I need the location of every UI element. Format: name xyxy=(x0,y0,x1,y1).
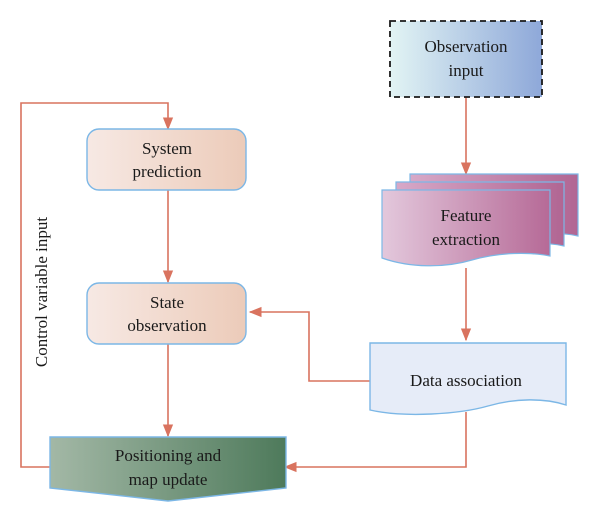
node-system-prediction: System prediction xyxy=(86,128,247,191)
positioning-line2: map update xyxy=(129,470,208,489)
feature-extraction-front-sheet xyxy=(381,189,551,267)
feature-extraction-line1: Feature xyxy=(441,206,492,225)
node-state-observation: State observation xyxy=(86,282,247,345)
positioning-line1: Positioning and xyxy=(115,446,222,465)
system-prediction-line1: System xyxy=(142,139,192,158)
edge-data-association-to-positioning xyxy=(283,412,467,473)
node-feature-extraction: Feature extraction xyxy=(381,173,579,267)
state-observation-line2: observation xyxy=(127,316,207,335)
edges xyxy=(20,97,472,473)
state-observation-line1: State xyxy=(150,293,184,312)
system-prediction-line2: prediction xyxy=(133,162,202,181)
observation-input-line1: Observation xyxy=(424,37,508,56)
node-data-association: Data association xyxy=(369,342,567,416)
observation-input-line2: input xyxy=(449,61,484,80)
data-association-label: Data association xyxy=(410,371,522,390)
node-positioning-map-update: Positioning and map update xyxy=(49,436,287,502)
feature-extraction-line2: extraction xyxy=(432,230,500,249)
node-observation-input: Observation input xyxy=(389,20,543,98)
control-variable-input-label: Control variable input xyxy=(32,217,51,367)
edge-control-variable-loop xyxy=(20,102,174,468)
edge-data-association-to-state-observation xyxy=(248,306,370,382)
